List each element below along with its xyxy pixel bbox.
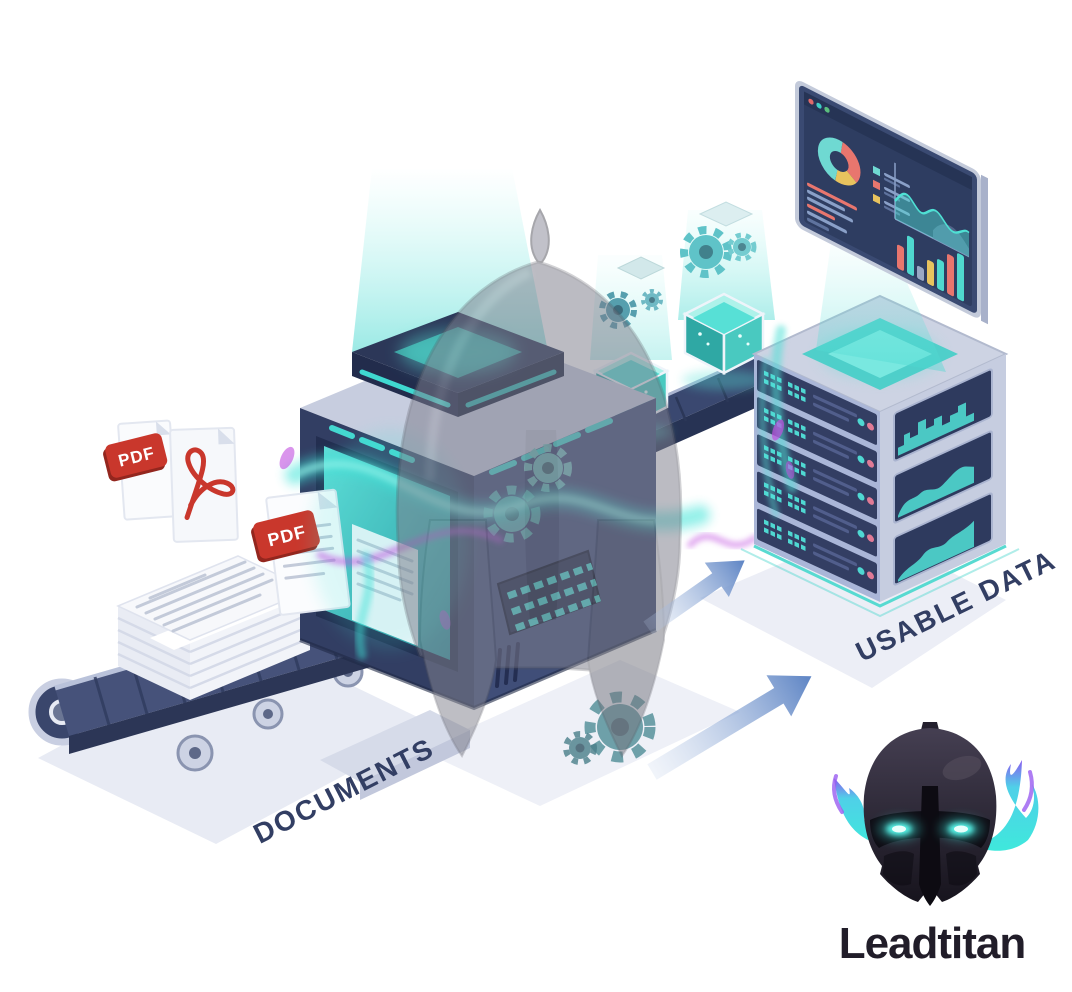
server-base-glow — [753, 544, 1007, 608]
donut-chart — [817, 137, 861, 186]
donut-segment-coral — [840, 142, 861, 183]
data-cube — [682, 292, 766, 390]
pdf-badge: PDF — [251, 510, 320, 563]
donut-segment-teal — [817, 137, 843, 181]
bar-chart — [897, 235, 964, 302]
brand-name: Leadtitan — [839, 919, 1026, 968]
stack-text-lines — [135, 560, 274, 633]
server-side-face — [880, 354, 1006, 602]
bar — [937, 259, 944, 292]
acrobat-file-icon — [169, 426, 239, 543]
flame-right — [974, 760, 1039, 851]
bar — [927, 259, 934, 287]
bar — [947, 254, 954, 297]
waveform-panel — [893, 430, 993, 524]
pdf-file-icon: PDF — [103, 419, 178, 521]
floating-tile — [698, 201, 754, 227]
gear-icon — [641, 289, 663, 311]
waveform-panel — [893, 368, 993, 462]
pdf-badge: PDF — [103, 433, 168, 482]
gear-icon — [680, 226, 732, 278]
waveform-panel — [893, 492, 993, 586]
helmet-nose-guard — [919, 786, 941, 906]
bar — [897, 244, 904, 271]
gear-icon — [727, 232, 757, 262]
server-base-glow — [740, 548, 1020, 618]
brand-logo-helmet — [832, 722, 1039, 906]
chart-legend — [873, 165, 910, 216]
window-dot-red — [808, 98, 814, 105]
bar — [907, 235, 914, 276]
text-lines — [807, 182, 857, 234]
acrobat-glyph — [184, 447, 236, 520]
window-titlebar — [804, 91, 972, 191]
gear-icon — [563, 731, 597, 765]
bar — [917, 265, 924, 281]
floating-tile — [616, 256, 666, 280]
area-chart — [894, 162, 970, 258]
donut-segment-yellow — [835, 169, 857, 186]
flow-arrow — [643, 560, 745, 635]
bar — [957, 253, 964, 302]
server-front-face — [754, 354, 880, 602]
dashboard-monitor — [795, 81, 988, 325]
spartan-helmet-overlay — [395, 207, 683, 758]
flow-arrow — [647, 675, 812, 780]
hologram-beam — [816, 228, 946, 372]
window-dot-green — [824, 106, 830, 113]
energy-swirls — [759, 325, 797, 518]
window-dot-teal — [816, 102, 822, 109]
